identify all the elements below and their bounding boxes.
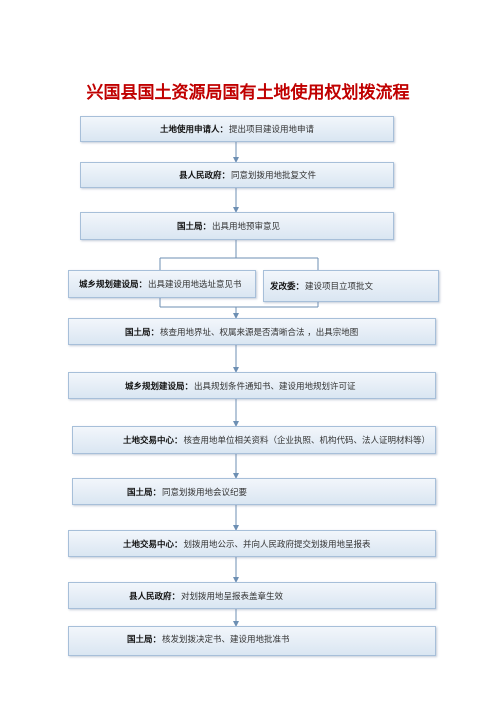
step-role: 国土局： (127, 635, 162, 645)
step-planning-bureau-permit: 城乡规划建设局： 出具规划条件通知书、建设用地规划许可证 (68, 372, 436, 399)
step-trading-center-document-check: 土地交易中心： 核查用地单位相关资料（企业执照、机构代码、法人证明材料等） (72, 426, 436, 454)
step-role: 县人民政府： (129, 591, 181, 602)
step-role: 县人民政府： (179, 171, 231, 181)
branch-connector (159, 240, 319, 270)
step-role: 城乡规划建设局： (79, 280, 148, 290)
step-role: 土地交易中心： (123, 539, 183, 550)
step-action: 出具用地预审意见 (212, 222, 281, 232)
step-role: 国土局： (177, 222, 212, 232)
step-action: 建设项目立项批文 (305, 282, 374, 292)
step-action: 对划拨用地呈报表盖章生效 (181, 591, 284, 602)
step-county-government-seal: 县人民政府： 对划拨用地呈报表盖章生效 (68, 582, 436, 609)
page-title: 兴国县国土资源局国有土地使用权划拨流程 (86, 83, 410, 103)
step-action: 核查用地界址、权属来源是否清晰合法 ，出具宗地图 (160, 327, 359, 338)
step-role: 土地交易中心： (123, 436, 183, 446)
step-county-government-approval: 县人民政府： 同意划拨用地批复文件 (80, 162, 394, 188)
merge-connector (159, 298, 319, 318)
step-action: 划拨用地公示、并向人民政府提交划拨用地呈报表 (183, 539, 371, 550)
step-action: 提出项目建设用地申请 (229, 125, 315, 135)
step-action: 核查用地单位相关资料（企业执照、机构代码、法人证明材料等） (183, 436, 431, 446)
step-land-bureau-issue-decision: 国土局： 核发划拨决定书、建设用地批准书 (68, 626, 436, 656)
step-role: 城乡规划建设局： (125, 381, 194, 392)
step-action: 核发划拨决定书、建设用地批准书 (162, 635, 290, 645)
step-role: 土地使用申请人： (159, 125, 228, 135)
step-trading-center-publicity: 土地交易中心： 划拨用地公示、并向人民政府提交划拨用地呈报表 (68, 530, 436, 557)
step-role: 国土局： (127, 487, 162, 498)
step-development-reform-approval: 发改委： 建设项目立项批文 (263, 270, 439, 302)
step-role: 国土局： (125, 327, 160, 338)
step-land-bureau-meeting-minutes: 国土局： 同意划拨用地会议纪要 (72, 478, 436, 505)
step-action: 出具建设用地选址意见书 (148, 280, 242, 290)
step-action: 出具规划条件通知书、建设用地规划许可证 (194, 381, 356, 392)
step-applicant-request: 土地使用申请人： 提出项目建设用地申请 (80, 116, 394, 142)
step-action: 同意划拨用地会议纪要 (162, 487, 248, 498)
step-land-bureau-preliminary-review: 国土局： 出具用地预审意见 (80, 212, 394, 240)
step-action: 同意划拨用地批复文件 (231, 171, 317, 181)
step-land-bureau-boundary-check: 国土局： 核查用地界址、权属来源是否清晰合法 ，出具宗地图 (68, 318, 436, 345)
step-role: 发改委： (270, 282, 305, 292)
step-planning-bureau-site-opinion: 城乡规划建设局： 出具建设用地选址意见书 (68, 270, 256, 298)
